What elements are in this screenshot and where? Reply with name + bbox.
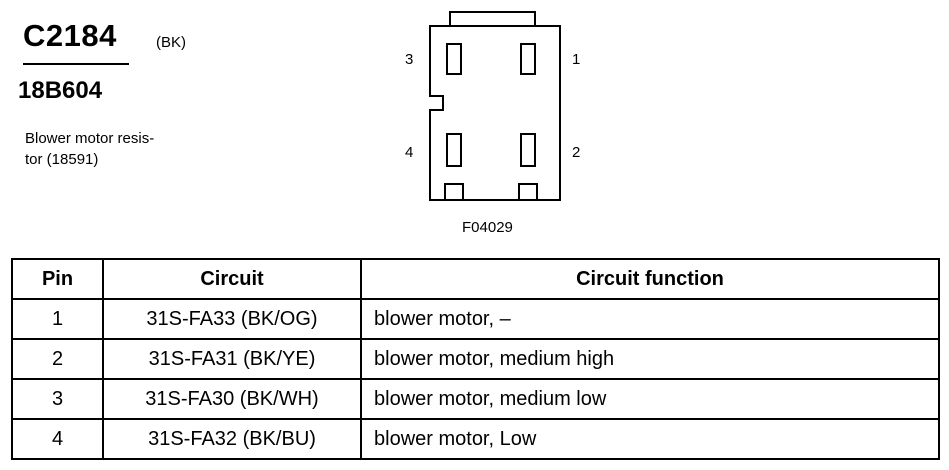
pin-label-4: 4 — [405, 144, 414, 161]
pin-label-3: 3 — [405, 51, 414, 68]
figure-id: F04029 — [462, 219, 513, 236]
description-line-1: Blower motor resis- — [25, 130, 155, 147]
pin-cell: 3 — [11, 378, 104, 420]
header-circuit-function: Circuit function — [360, 258, 940, 300]
circuit-cell: 31S-FA31 (BK/YE) — [102, 338, 362, 380]
table-header-row: Pin Circuit Circuit function — [11, 258, 940, 300]
connector-body — [429, 25, 561, 201]
connector-id: C2184 — [23, 18, 117, 53]
connector-diagram — [429, 11, 561, 201]
table-row: 1 31S-FA33 (BK/OG) blower motor, – — [11, 298, 940, 340]
function-cell: blower motor, medium high — [360, 338, 940, 380]
circuit-cell: 31S-FA30 (BK/WH) — [102, 378, 362, 420]
title-underline — [23, 63, 129, 65]
connector-latch — [449, 11, 536, 26]
function-cell: blower motor, medium low — [360, 378, 940, 420]
cavity-2 — [520, 133, 536, 167]
description-line-2: tor (18591) — [25, 151, 99, 168]
header-pin: Pin — [11, 258, 104, 300]
cavity-1 — [520, 43, 536, 75]
pinout-table: Pin Circuit Circuit function 1 31S-FA33 … — [11, 258, 940, 460]
pin-cell: 1 — [11, 298, 104, 340]
lock-window-left — [444, 183, 464, 201]
pin-label-1: 1 — [572, 51, 581, 68]
table-row: 4 31S-FA32 (BK/BU) blower motor, Low — [11, 418, 940, 460]
circuit-cell: 31S-FA33 (BK/OG) — [102, 298, 362, 340]
header-circuit: Circuit — [102, 258, 362, 300]
function-cell: blower motor, Low — [360, 418, 940, 460]
table-row: 2 31S-FA31 (BK/YE) blower motor, medium … — [11, 338, 940, 380]
function-cell: blower motor, – — [360, 298, 940, 340]
color-code: (BK) — [156, 34, 186, 51]
harness-id: 18B604 — [18, 77, 103, 104]
lock-window-right — [518, 183, 538, 201]
pin-cell: 4 — [11, 418, 104, 460]
cavity-4 — [446, 133, 462, 167]
pin-cell: 2 — [11, 338, 104, 380]
circuit-cell: 31S-FA32 (BK/BU) — [102, 418, 362, 460]
pin-label-2: 2 — [572, 144, 581, 161]
component-description: Blower motor resis- tor (18591) — [25, 128, 195, 170]
cavity-3 — [446, 43, 462, 75]
table-row: 3 31S-FA30 (BK/WH) blower motor, medium … — [11, 378, 940, 420]
